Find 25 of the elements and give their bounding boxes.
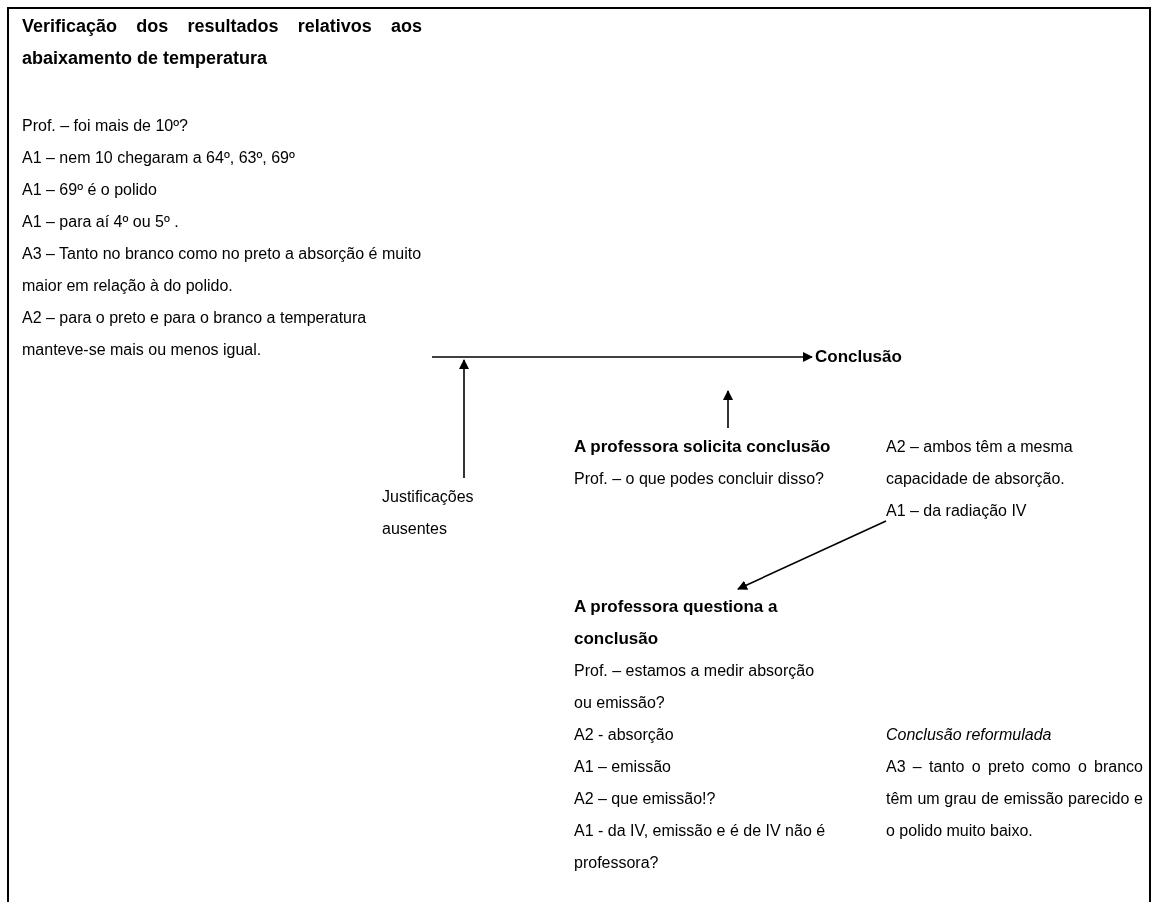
dialogue-text: A2 – ambos têm a mesma capacidade de absorção. [886, 437, 1074, 489]
heading-text: Verificação dos resultados relativos aos abaixamento de temperatura [22, 15, 422, 70]
dialogue-text: A1 – para aí 4º ou 5º . [22, 212, 180, 232]
dialogue-text: A2 – que emissão!? [574, 789, 717, 809]
arrow [737, 520, 887, 590]
dialogue-text: A1 – nem 10 chegaram a 64º, 63º, 69º [22, 148, 296, 168]
dialogue-text: A1 – emissão [574, 757, 672, 777]
dialogue-text: Prof. – o que podes concluir disso? [574, 469, 825, 489]
dialogue-text: A1 - da IV, emissão e é de IV não é professora? [574, 821, 827, 873]
heading-text: A professora questiona a conclusão [574, 596, 779, 650]
dialogue-text: Justificações ausentes [382, 487, 475, 539]
dialogue-text: A3 – tanto o preto como o branco têm um grau de emissão parecido e o polido muito baixo. [886, 757, 1143, 841]
dialogue-text: A2 - absorção [574, 725, 675, 745]
arrow [723, 390, 733, 429]
heading-text: Conclusão reformulada [886, 725, 1053, 745]
dialogue-text: A2 – para o preto e para o branco a temperatura manteve-se mais ou menos igual. [22, 308, 368, 360]
dialogue-text: Prof. – foi mais de 10º? [22, 116, 189, 136]
arrow [431, 352, 813, 362]
arrow [459, 359, 469, 479]
dialogue-text: A1 – da radiação IV [886, 501, 1028, 521]
dialogue-text: Prof. – estamos a medir absorção ou emissão? [574, 661, 816, 713]
dialogue-text: A3 – Tanto no branco como no preto a absorção é muito maior em relação à do polido. [22, 244, 422, 296]
heading-text: Conclusão [815, 346, 903, 368]
dialogue-text: A1 – 69º é o polido [22, 180, 158, 200]
heading-text: A professora solicita conclusão [574, 436, 832, 458]
